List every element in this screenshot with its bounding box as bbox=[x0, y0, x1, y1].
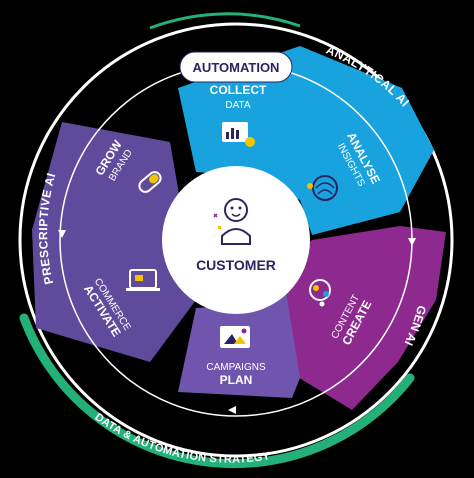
svg-text:DATA & AUTOMATION STRATEGY: DATA & AUTOMATION STRATEGY bbox=[93, 411, 272, 466]
cycle-arrow-right bbox=[408, 238, 416, 246]
campaigns-label: CAMPAIGNS bbox=[206, 362, 266, 373]
automation-label: AUTOMATION bbox=[193, 60, 280, 75]
data-label: DATA bbox=[225, 100, 251, 111]
brain-icon bbox=[307, 175, 338, 201]
segment-create bbox=[280, 226, 446, 410]
customer-label: CUSTOMER bbox=[196, 257, 276, 273]
segment-collect-analyse bbox=[178, 46, 434, 235]
customer-icon bbox=[213, 198, 251, 245]
plan-label: PLAN bbox=[220, 373, 253, 387]
label-data-automation-strategy: DATA & AUTOMATION STRATEGY bbox=[93, 411, 272, 466]
chart-icon bbox=[222, 122, 255, 147]
capsule-icon bbox=[138, 171, 162, 193]
strategy-arc bbox=[19, 313, 415, 469]
customer-circle bbox=[162, 166, 310, 314]
strategy-arc-top bbox=[149, 12, 301, 30]
cycle-arrow-bottom bbox=[228, 406, 236, 414]
automation-banner: AUTOMATION bbox=[179, 51, 293, 83]
laptop-icon bbox=[126, 269, 160, 291]
collect-label: COLLECT bbox=[210, 83, 267, 97]
cycle-arrow-left bbox=[58, 230, 66, 238]
content-icon bbox=[309, 279, 331, 307]
image-icon bbox=[220, 326, 250, 348]
outer-ring bbox=[18, 22, 454, 458]
